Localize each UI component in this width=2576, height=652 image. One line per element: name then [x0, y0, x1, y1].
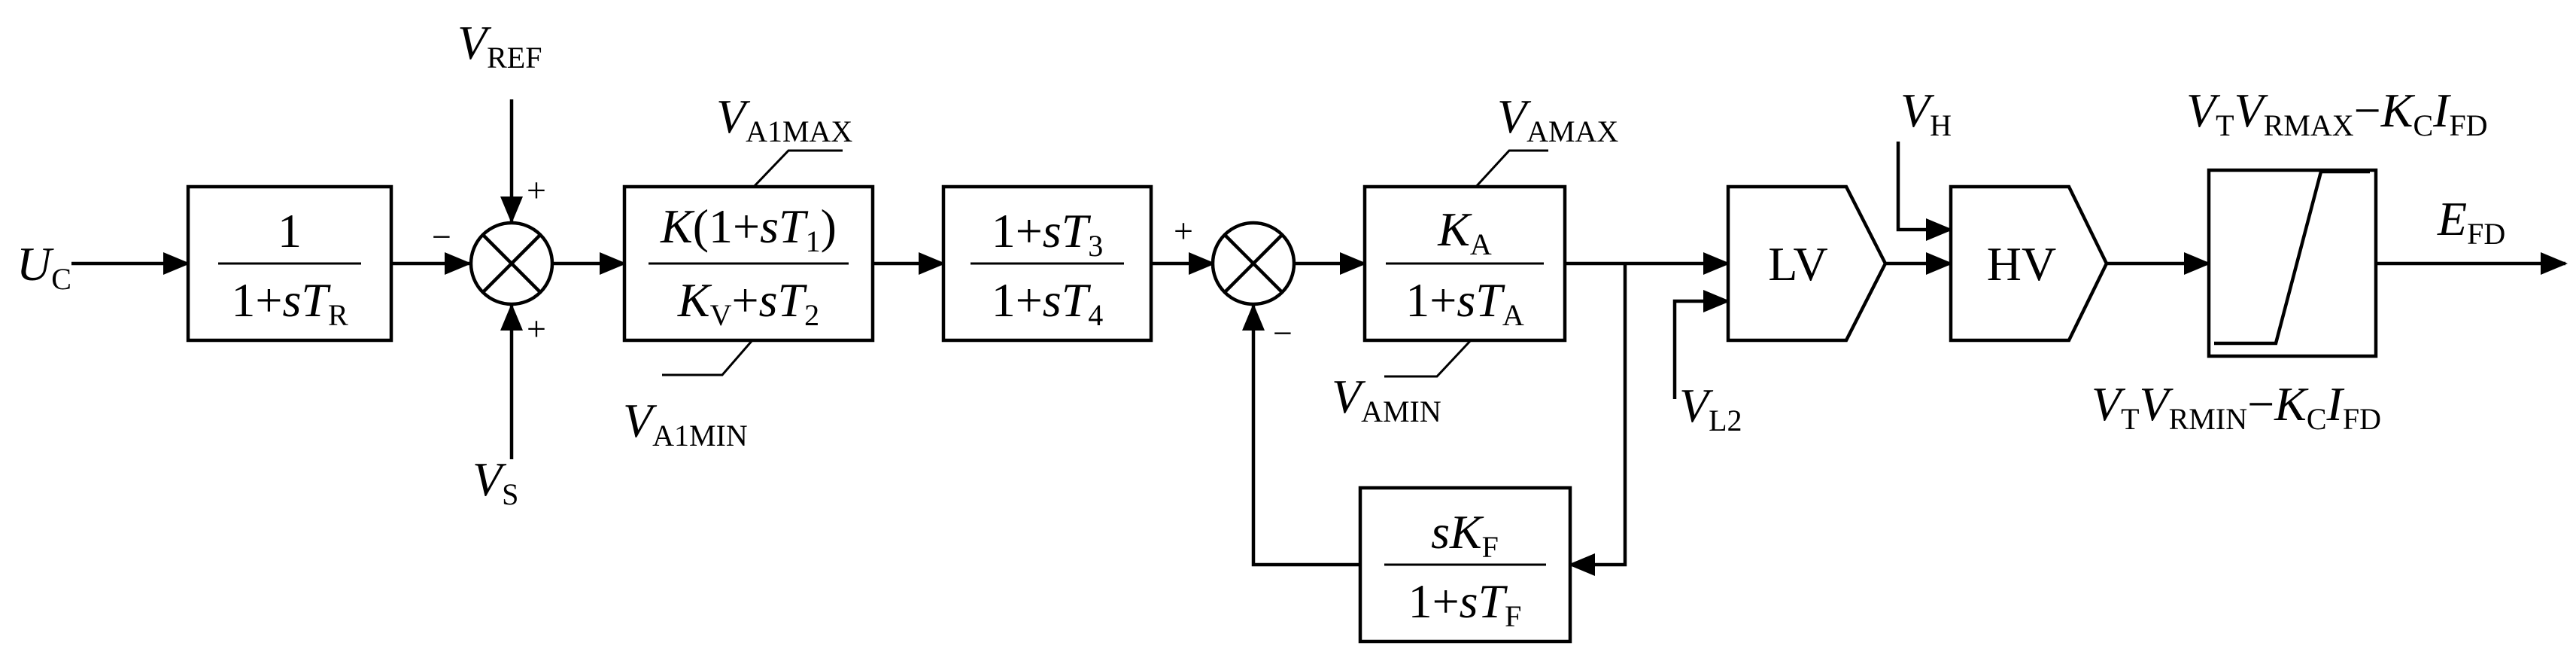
summing-junction-2	[1211, 221, 1296, 306]
amplifier-1-denominator: KV+sT2	[677, 273, 819, 332]
output-limiter-block	[2207, 168, 2378, 358]
amplifier-1-block: K(1+sT1) KV+sT2	[622, 184, 875, 343]
vamax-label: VAMAX	[1497, 90, 1618, 148]
amplifier-2-denominator: 1+sTA	[1405, 273, 1524, 332]
va1min-label: VA1MIN	[623, 394, 748, 452]
feedback-to-sum2-arrow	[1242, 303, 1360, 567]
sum1-plus-bottom-sign: +	[527, 309, 546, 348]
signal-paths	[71, 99, 2568, 576]
sensor-denominator: 1+sTR	[231, 273, 348, 332]
amplifier-2-numerator: KA	[1437, 203, 1492, 261]
limit-leaders	[662, 149, 1548, 378]
lv-gate: LV	[1726, 184, 1888, 343]
vh-arrow	[1896, 142, 1953, 241]
va1min-leader	[662, 340, 754, 376]
lead-lag-denominator: 1+sT4	[992, 273, 1104, 332]
vamin-label: VAMIN	[1332, 370, 1441, 428]
vamin-leader	[1384, 339, 1472, 378]
sum1-plus-top-sign: +	[527, 171, 546, 209]
va1max-leader	[751, 149, 843, 190]
vl2-arrow	[1672, 290, 1730, 399]
sensor-numerator: 1	[278, 204, 302, 257]
hv-gate: HV	[1949, 184, 2109, 343]
lead-lag-numerator: 1+sT3	[992, 204, 1104, 263]
feedback-branch-arrow	[1568, 264, 1627, 576]
vamax-leader	[1473, 149, 1548, 190]
lv-gate-label: LV	[1768, 237, 1827, 291]
hv-gate-label: HV	[1987, 237, 2056, 291]
amplifier-1-numerator: K(1+sT1)	[660, 200, 837, 258]
uc-label: UC	[17, 237, 71, 296]
vrmin-limit-label: VTVRMIN−KCIFD	[2091, 377, 2381, 436]
feedback-denominator: 1+sTF	[1408, 574, 1522, 633]
vl2-label: VL2	[1679, 379, 1742, 437]
efd-label: EFD	[2437, 192, 2505, 251]
vref-label: VREF	[457, 16, 542, 75]
sum2-plus-sign: +	[1174, 212, 1193, 250]
feedback-block: sKF 1+sTF	[1358, 486, 1572, 644]
summing-junction-1	[469, 221, 554, 306]
va1max-label: VA1MAX	[716, 90, 852, 148]
sensor-block: 1 1+sTR	[186, 184, 393, 343]
sum1-minus-sign: −	[432, 218, 451, 256]
vh-label: VH	[1900, 84, 1952, 142]
sum2-minus-sign: −	[1273, 314, 1293, 352]
lead-lag-block: 1+sT3 1+sT4	[941, 184, 1153, 343]
limiter-characteristic	[2214, 169, 2370, 346]
amplifier-2-block: KA 1+sTA	[1362, 184, 1567, 343]
feedback-numerator: sKF	[1431, 505, 1499, 564]
vrmax-limit-label: VTVRMAX−KCIFD	[2186, 84, 2488, 142]
vs-label: VS	[472, 452, 518, 511]
